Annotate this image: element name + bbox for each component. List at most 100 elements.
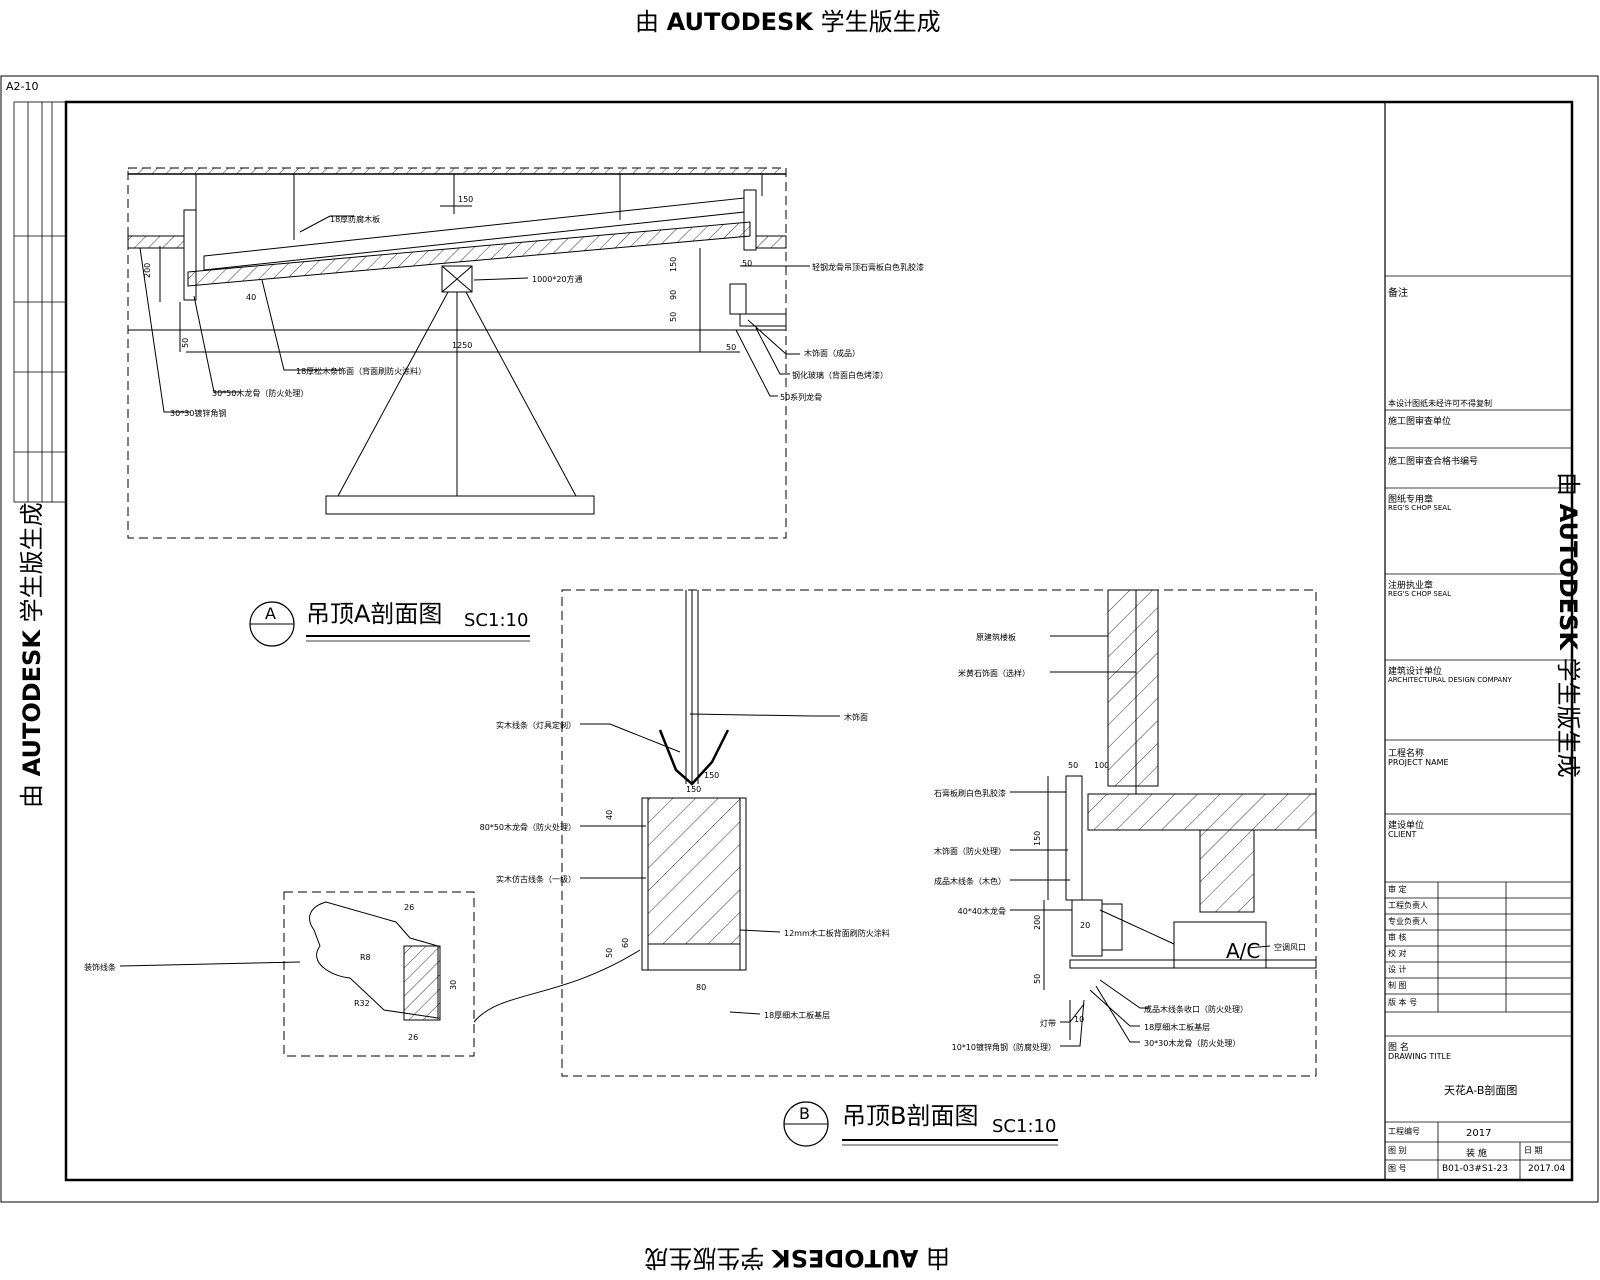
drawing-title-sub: DRAWING TITLE bbox=[1388, 1052, 1452, 1061]
section-b-scale: SC1:10 bbox=[992, 1116, 1056, 1137]
annotation-text: AUTODESK bbox=[666, 8, 813, 36]
annotation-text: 18厚松木条饰面（背面刷防火涂料） bbox=[296, 366, 426, 376]
section-b-dimensions: 150 26 30 26 R8 R32 40 50 80 150 60 100 … bbox=[354, 761, 1109, 1042]
annotation-text: 石膏板刷白色乳胶漆 bbox=[934, 788, 1006, 798]
registered-seal-sub: REG'S CHOP SEAL bbox=[1388, 590, 1451, 598]
annotation-text: 90 bbox=[669, 290, 678, 300]
annotation-text: 木饰面（成品） bbox=[804, 348, 860, 358]
left-stamp-table bbox=[13, 101, 67, 503]
annotation-text: 原建筑楼板 bbox=[976, 632, 1016, 642]
annotation-text: 40 bbox=[246, 293, 256, 302]
signoff-check: 校 对 bbox=[1388, 949, 1407, 958]
section-b-detail bbox=[119, 589, 1317, 1077]
annotation-text: 钢化玻璃（背面白色烤漆） bbox=[792, 370, 888, 380]
annotation-text: 木饰面（防火处理） bbox=[934, 846, 1006, 856]
annotation-text: 26 bbox=[404, 903, 414, 912]
section-b-title: B 吊顶B剖面图 SC1:10 bbox=[783, 1101, 1058, 1147]
signoff-review: 审 核 bbox=[1388, 933, 1407, 942]
drawing-title-label: 图 名 bbox=[1388, 1043, 1409, 1053]
watermark-top: 由 AUTODESK 学生版生成 bbox=[635, 2, 941, 37]
drawn-value: 装 施 bbox=[1466, 1149, 1487, 1159]
remarks-label: 备注 bbox=[1388, 288, 1408, 299]
annotation-text: 10 bbox=[1074, 1015, 1084, 1024]
signoff-project-lead: 工程负责人 bbox=[1388, 901, 1428, 910]
review-unit-label: 施工图审查单位 bbox=[1388, 417, 1452, 427]
annotation-text: 150 bbox=[704, 771, 719, 780]
annotation-text: 30 bbox=[449, 980, 458, 990]
annotation-text: 50 bbox=[1068, 761, 1078, 770]
annotation-text: 成品木线条（木色） bbox=[934, 876, 1006, 886]
section-b-notes: 原建筑楼板 米黄石饰面（选样） 木饰面 实木线条（灯具定制） 80*50木龙骨（… bbox=[84, 632, 1306, 1052]
annotation-text: R8 bbox=[360, 953, 371, 962]
section-a-detail bbox=[127, 167, 810, 539]
annotation-text: 实木线条（灯具定制） bbox=[496, 720, 576, 730]
review-number-label: 施工图审查合格书编号 bbox=[1388, 457, 1479, 467]
callout-ac: A/C bbox=[1226, 939, 1260, 963]
annotation-text: 10*10镀锌角钢（防腐处理） bbox=[952, 1042, 1056, 1052]
annotation-text: 18厚细木工板基层 bbox=[1144, 1022, 1210, 1032]
annotation-text: 60 bbox=[621, 938, 630, 948]
annotation-text: 50系列龙骨 bbox=[780, 392, 822, 402]
design-company-label: 建筑设计单位 bbox=[1388, 667, 1443, 677]
annotation-text: 30*50木龙骨（防火处理） bbox=[212, 388, 308, 398]
annotation-text: 50 bbox=[669, 312, 678, 322]
registered-seal-label: 注册执业章 bbox=[1388, 581, 1434, 591]
annotation-text: 200 bbox=[143, 263, 152, 278]
date-label: 日 期 bbox=[1524, 1146, 1543, 1155]
project-no-label: 工程编号 bbox=[1388, 1127, 1420, 1136]
project-no: 2017 bbox=[1466, 1128, 1492, 1139]
drawing-seal-sub: REG'S CHOP SEAL bbox=[1388, 504, 1451, 512]
annotation-text: 150 bbox=[686, 785, 701, 794]
annotation-text: 80 bbox=[696, 983, 706, 992]
annotation-text: 40 bbox=[605, 810, 614, 820]
client-label: 建设单位 bbox=[1388, 821, 1425, 831]
signoff-approve: 审 定 bbox=[1388, 885, 1407, 894]
note-line: 本设计图纸未经许可不得复制 bbox=[1388, 399, 1492, 408]
annotation-text: R32 bbox=[354, 999, 370, 1008]
annotation-text: 150 bbox=[669, 257, 678, 272]
design-company-sub: ARCHITECTURAL DESIGN COMPANY bbox=[1388, 676, 1512, 684]
annotation-text: 50 bbox=[1033, 974, 1042, 984]
annotation-text: 米黄石饰面（选样） bbox=[958, 668, 1030, 678]
annotation-text: 80*50木龙骨（防火处理） bbox=[480, 822, 576, 832]
annotation-text: 30*30木龙骨（防火处理） bbox=[1144, 1038, 1240, 1048]
client-sub: CLIENT bbox=[1388, 830, 1417, 839]
section-a-title: A 吊顶A剖面图 SC1:10 bbox=[249, 600, 530, 647]
drawn-label: 图 别 bbox=[1388, 1146, 1407, 1155]
annotation-text: 轻钢龙骨吊顶石膏板白色乳胶漆 bbox=[812, 262, 924, 272]
annotation-text: 40*40木龙骨 bbox=[958, 906, 1006, 916]
date-value: 2017.04 bbox=[1528, 1164, 1566, 1174]
sheet-no-label: 图 号 bbox=[1388, 1164, 1407, 1173]
annotation-text: 20 bbox=[1080, 921, 1090, 930]
project-name-label: 工程名称 bbox=[1388, 749, 1425, 759]
annotation-text: 灯带 bbox=[1040, 1018, 1056, 1028]
title-block-grid bbox=[1385, 275, 1572, 1180]
annotation-text: 30*30镀锌角钢 bbox=[170, 408, 226, 418]
section-a-label: A bbox=[265, 604, 276, 623]
project-name-sub: PROJECT NAME bbox=[1388, 758, 1449, 767]
section-a-notes: 18厚防腐木板 1000*20方通 18厚松木条饰面（背面刷防火涂料） 30*5… bbox=[170, 214, 924, 418]
signoff-version: 版 本 号 bbox=[1388, 998, 1418, 1007]
section-a-heading: 吊顶A剖面图 bbox=[306, 600, 442, 628]
annotation-text: 由 bbox=[635, 8, 667, 36]
annotation-text: 26 bbox=[408, 1033, 418, 1042]
drawing-seal-label: 图纸专用章 bbox=[1388, 495, 1434, 505]
annotation-text: 1000*20方通 bbox=[532, 274, 583, 284]
signoff-draft: 制 图 bbox=[1388, 981, 1407, 990]
drawing-title: 天花A-B剖面图 bbox=[1444, 1084, 1518, 1097]
annotation-text: 50 bbox=[181, 338, 190, 348]
section-b-label: B bbox=[799, 1104, 810, 1123]
annotation-text: 50 bbox=[605, 948, 614, 958]
section-a-scale: SC1:10 bbox=[464, 610, 528, 631]
annotation-text: 装饰线条 bbox=[84, 962, 116, 972]
annotation-text: 学生版生成 bbox=[812, 8, 941, 36]
signoff-discipline-lead: 专业负责人 bbox=[1388, 917, 1428, 926]
section-a-dimensions: 150 200 50 50 90 50 40 150 1250 50 bbox=[143, 195, 752, 352]
annotation-text: 18厚防腐木板 bbox=[330, 214, 380, 224]
annotation-text: 成品木线条收口（防火处理） bbox=[1144, 1004, 1248, 1014]
sheet-border bbox=[0, 75, 1599, 1203]
annotation-text: 1250 bbox=[452, 341, 472, 350]
annotation-text: 18厚细木工板基层 bbox=[764, 1010, 830, 1020]
annotation-text: 150 bbox=[458, 195, 473, 204]
